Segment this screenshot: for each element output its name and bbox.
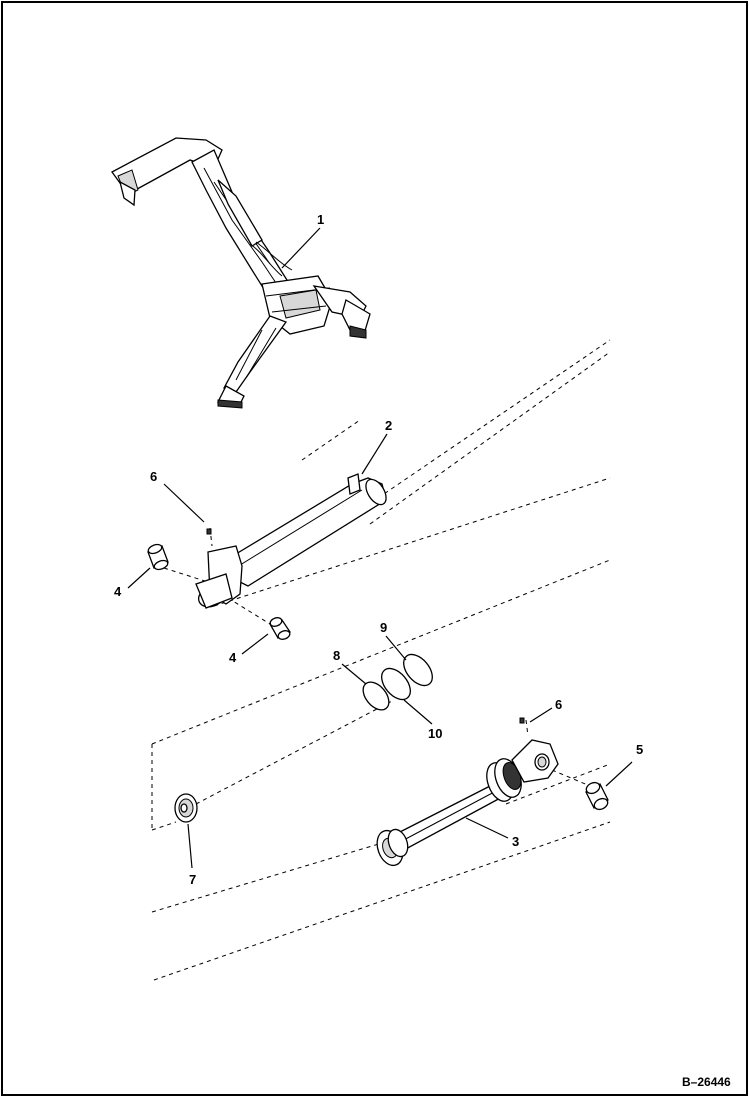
callout-4-lower: 4 (229, 650, 237, 665)
alignment-lines (151, 339, 611, 981)
callout-7: 7 (189, 872, 196, 887)
callout-8: 8 (333, 648, 340, 663)
bushing-lower (269, 617, 291, 640)
rod-assembly (376, 717, 559, 867)
bushing-left (147, 543, 169, 571)
figure-id: B–26446 (682, 1075, 731, 1089)
callout-1: 1 (317, 212, 324, 227)
leader-lines (127, 227, 633, 869)
callout-5: 5 (636, 742, 643, 757)
callout-2: 2 (385, 418, 392, 433)
callout-labels: 1 2 6 4 4 9 8 10 6 5 3 7 (114, 212, 643, 887)
seal-rings (362, 653, 433, 711)
bushing-right (585, 781, 609, 811)
callout-6-lower: 6 (555, 697, 562, 712)
cylinder-barrel (195, 473, 387, 609)
gland-nut (174, 793, 198, 823)
callout-9: 9 (380, 620, 387, 635)
callout-3: 3 (512, 834, 519, 849)
callout-6-upper: 6 (150, 469, 157, 484)
callout-4-left: 4 (114, 584, 122, 599)
callout-10: 10 (428, 726, 442, 741)
backhoe-assembly (111, 137, 371, 409)
